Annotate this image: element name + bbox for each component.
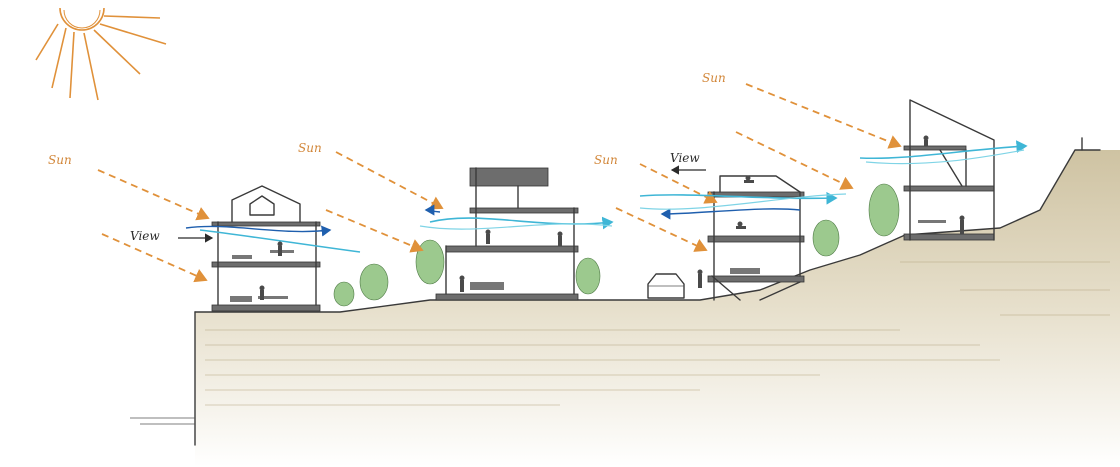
sun-arrows	[97, 83, 902, 283]
airflow-lines	[185, 140, 1028, 253]
label-view-1: View	[130, 229, 160, 243]
house-2-section	[435, 167, 579, 301]
trees	[333, 183, 900, 307]
label-view-2: View	[670, 151, 700, 165]
sun-icon	[35, 7, 167, 101]
label-sun-4: Sun	[702, 71, 726, 85]
house-3-section	[697, 175, 805, 301]
label-sun-3: Sun	[594, 153, 618, 167]
view-arrow-2: View	[670, 151, 706, 175]
view-arrow-1: View	[130, 229, 214, 243]
house-4-section	[903, 99, 995, 241]
house-1-section	[211, 185, 321, 312]
terrain-section	[130, 149, 1120, 467]
people	[259, 241, 283, 300]
label-sun-1: Sun	[48, 153, 72, 167]
label-sun-2: Sun	[298, 141, 322, 155]
car	[647, 273, 685, 299]
